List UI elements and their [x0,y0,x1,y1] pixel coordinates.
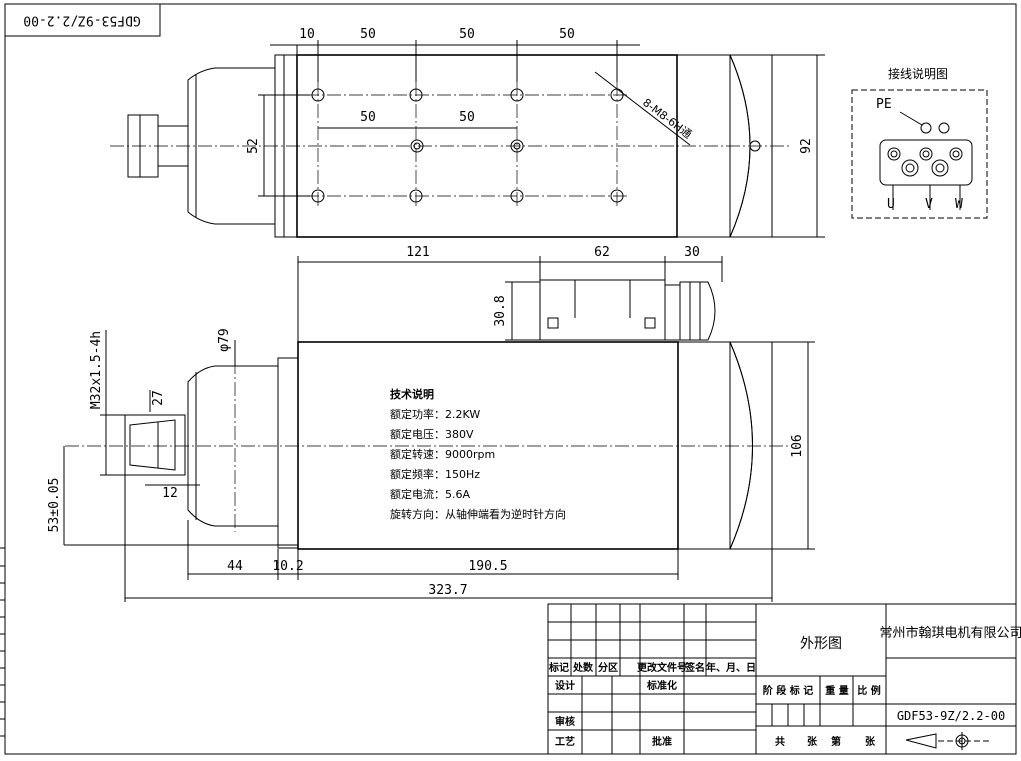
margin-ticks [0,547,5,737]
company-name: 常州市翰琪电机有限公司 [879,625,1021,641]
dim-106: 106 [790,434,805,457]
dim-92: 92 [799,138,814,154]
dim-44: 44 [227,559,243,574]
top-holes [305,82,630,209]
specs-title: 技术说明 [390,387,434,401]
code-stamp-box [4,3,161,37]
dim-50-c: 50 [559,27,575,42]
pe-label: PE [876,97,892,112]
title-block [547,603,1017,755]
tb-approve: 批准 [652,735,672,748]
tb-header-cell: 处数 [572,661,594,674]
tb-stage-cell: 阶 段 标 记 [763,684,813,697]
wiring-diagram [851,89,988,219]
hole-callout: 8-M8-6H通 [640,96,694,141]
tb-stage-cell: 比 例 [857,684,880,697]
tb-stage-cell: 重 量 [825,684,848,697]
drawing-number: GDF53-9Z/2.2-00 [897,709,1005,723]
dim-10: 10 [299,27,315,42]
side-view [63,256,815,602]
dim-190-5: 190.5 [468,559,507,574]
dim-30: 30 [684,245,700,260]
tb-sheet-cell: 共 [775,735,785,748]
dim-27: 27 [151,390,166,406]
dim-50-b: 50 [459,27,475,42]
tb-review: 审核 [555,715,575,728]
tb-sheet-cell: 第 [831,735,841,748]
dim-53: 53±0.05 [47,478,62,533]
dim-121: 121 [406,245,429,260]
tb-sheet-cell: 张 [865,735,876,748]
top-view [110,40,825,238]
tb-design: 设计 [555,679,575,692]
dim-12: 12 [162,486,178,501]
dim-phi79: φ79 [217,328,232,351]
wiring-title: 接线说明图 [888,66,948,81]
dim-thread: M32x1.5-4h [89,331,104,409]
w-label: W [955,197,963,212]
dim-62: 62 [594,245,610,260]
spec-line: 额定频率：150Hz [390,467,480,481]
tb-header-cell: 标记 [548,661,569,674]
spec-line: 额定功率：2.2KW [390,407,480,421]
spec-line: 额定电压：380V [390,427,474,441]
dim-10-2: 10.2 [272,559,303,574]
tb-process: 工艺 [555,735,575,748]
drawing-frame [4,3,1017,755]
dim-50-e: 50 [459,110,475,125]
dim-52: 52 [246,138,261,154]
tb-standard: 标准化 [646,679,677,692]
dim-50-a: 50 [360,27,376,42]
tb-header-cell: 更改文件号 [637,661,687,674]
code-stamp-text: GDF53-9Z/2.2-00 [23,13,140,28]
tb-header-cell: 年、月、日 [706,661,756,674]
drawing-name: 外形图 [800,636,842,652]
v-label: V [925,197,933,212]
tb-sheet-cell: 张 [807,735,818,748]
spec-line: 额定电流：5.6A [390,487,470,501]
dim-50-d: 50 [360,110,376,125]
dim-323-7: 323.7 [428,583,467,598]
tb-header-cell: 签名 [684,661,705,674]
spec-line: 旋转方向：从轴伸端看为逆时针方向 [390,507,566,521]
u-label: U [887,197,895,212]
dim-30-8: 30.8 [493,295,508,326]
spec-line: 额定转速：9000rpm [390,447,495,461]
tb-header-cell: 分区 [598,661,618,674]
